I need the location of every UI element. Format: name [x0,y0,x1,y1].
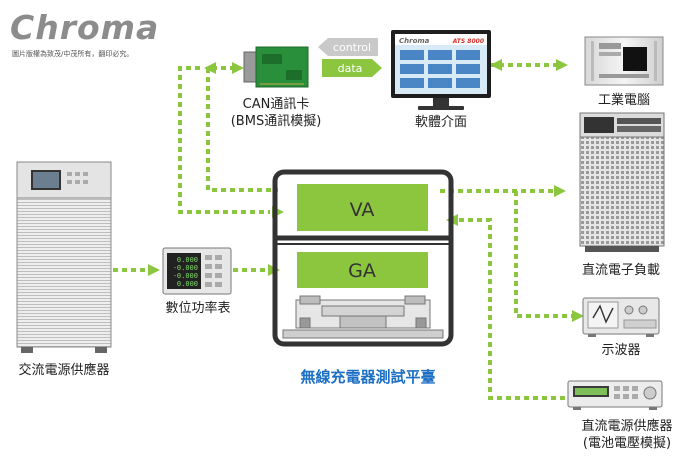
software-monitor-icon: Chroma ATS 8000 [391,30,491,110]
dc-load-label: 直流電子負載 [581,263,660,278]
dc-supply-label: 直流電源供應器 (電池電壓模擬) [562,418,692,452]
arrow-meter [148,264,160,276]
meter-reading-4: 0.000 [177,280,198,288]
can-to-va-line [178,66,270,214]
dc-load-icon [579,112,665,252]
dc-supply-icon [567,380,663,410]
va-to-scope-line [514,191,575,318]
control-label: control [333,41,371,54]
ac-supply-icon [16,161,112,353]
arrow-pc-right [556,59,568,71]
oscilloscope-label: 示波器 [601,343,641,358]
screen-model: ATS 8000 [452,38,484,45]
ga-label: GA [348,260,376,282]
test-platform: VA GA [272,169,454,347]
meter-reading-1: 0.000 [177,256,198,264]
industrial-pc-label: 工業電腦 [597,93,650,108]
ac-supply-label: 交流電源供應器 [18,363,110,378]
supply-to-va-line [452,218,565,400]
power-meter-icon: 0.000 -0.000 -0.000 0.000 [162,247,232,295]
arrow-can-in [204,62,216,74]
arrow-can-out [232,62,244,74]
chroma-logo: Chroma [10,8,160,47]
can-card-icon [243,46,309,88]
ga-box [297,252,428,288]
copyright-notice: 圖片版權為致茂/中茂所有，翻印必究。 [12,50,134,58]
platform-title: 無線充電器測試平臺 [300,368,436,386]
data-arrow: data [322,59,382,77]
va-box [297,184,428,231]
va-label: VA [350,199,375,221]
control-arrow: control [318,38,378,56]
can-card-label: CAN通訊卡 (BMS通訊模擬) [218,96,334,130]
screen-brand: Chroma [399,37,430,45]
arrow-load [554,185,566,197]
power-meter-label: 數位功率表 [165,301,231,316]
positioning-stage [282,295,444,339]
industrial-pc-icon [584,36,664,86]
dc-supply-label-line1: 直流電源供應器 [581,419,673,434]
software-label: 軟體介面 [414,115,467,130]
meter-reading-3: -0.000 [173,272,198,280]
meter-reading-2: -0.000 [173,264,198,272]
can-inner-to-va-line [206,66,278,192]
dc-supply-label-line2: (電池電壓模擬) [582,436,672,451]
oscilloscope-icon [582,297,660,337]
connection-lines [113,63,575,400]
can-card-label-line1: CAN通訊卡 [242,97,310,112]
arrow-scope [572,310,584,322]
data-label: data [338,62,363,75]
can-card-label-line2: (BMS通訊模擬) [230,114,322,129]
arrow-soft-left [490,59,502,71]
